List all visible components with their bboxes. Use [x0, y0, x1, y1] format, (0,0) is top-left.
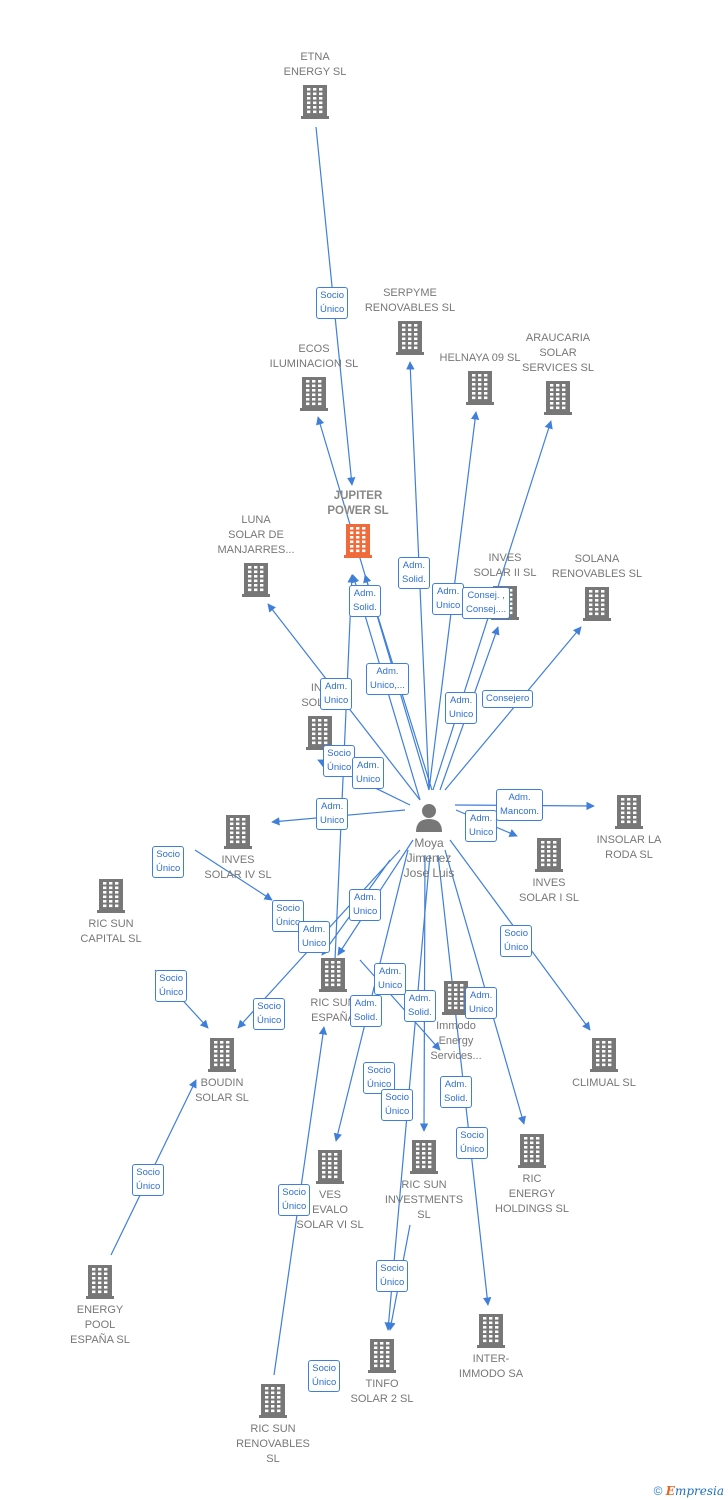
company-label[interactable]: ECOS ILUMINACION SL — [269, 343, 359, 370]
relation-badge[interactable]: Adm. Unico — [432, 583, 465, 615]
building-icon[interactable] — [518, 1134, 546, 1168]
relation-badge[interactable]: Socio Único — [278, 1184, 311, 1216]
person-icon[interactable] — [414, 802, 444, 832]
relation-badge[interactable]: Socio Único — [500, 925, 533, 957]
company-label[interactable]: RIC SUN ESPAÑA — [310, 997, 356, 1024]
building-icon[interactable] — [396, 321, 424, 355]
copyright-symbol: © — [653, 1484, 663, 1498]
building-icon[interactable] — [477, 1314, 505, 1348]
relation-badge[interactable]: Adm. Solid. — [350, 995, 382, 1027]
person-label[interactable]: Moya Jimenez Jose Luis — [403, 836, 455, 880]
relation-badge[interactable]: Adm. Unico — [465, 987, 498, 1019]
relation-badge[interactable]: Socio Único — [316, 287, 349, 319]
company-label[interactable]: INTER- IMMODO SA — [458, 1353, 524, 1380]
relation-badge[interactable]: Adm. Unico — [298, 921, 331, 953]
relation-badge[interactable]: Socio Único — [253, 998, 286, 1030]
relation-badge[interactable]: Socio Único — [376, 1260, 409, 1292]
building-icon[interactable] — [306, 716, 334, 750]
relation-badge[interactable]: Adm. Unico — [352, 757, 385, 789]
relation-badge[interactable]: Adm. Unico — [445, 692, 478, 724]
relation-badge[interactable]: Adm. Mancom. — [496, 789, 544, 821]
building-icon[interactable] — [316, 1150, 344, 1184]
company-label[interactable]: HELNAYA 09 SL — [439, 352, 521, 364]
building-icon[interactable] — [301, 85, 329, 119]
relation-badge[interactable]: Consej. , Consej.... — [462, 587, 511, 619]
company-label[interactable]: ENERGY POOL ESPAÑA SL — [70, 1304, 130, 1346]
building-icon[interactable] — [583, 587, 611, 621]
building-icon[interactable] — [590, 1038, 618, 1072]
relation-badge[interactable]: Adm. Unico — [320, 678, 353, 710]
relation-badge[interactable]: Socio Único — [132, 1164, 165, 1196]
building-icon[interactable] — [535, 838, 563, 872]
building-icon[interactable] — [224, 815, 252, 849]
relation-badge[interactable]: Adm. Solid. — [398, 557, 430, 589]
company-label[interactable]: INSOLAR LA RODA SL — [596, 834, 662, 861]
building-icon[interactable] — [86, 1265, 114, 1299]
relation-badge[interactable]: Consejero — [482, 690, 534, 708]
building-icon[interactable] — [208, 1038, 236, 1072]
company-label[interactable]: SOLANA RENOVABLES SL — [551, 553, 643, 580]
edge-line — [359, 959, 441, 1051]
relation-badge[interactable]: Adm. Unico — [465, 810, 498, 842]
building-icon[interactable] — [368, 1339, 396, 1373]
company-label[interactable]: JUPITER POWER SL — [327, 490, 389, 517]
footer-credit: © Empresia — [654, 1484, 724, 1498]
relation-badge[interactable]: Adm. Solid. — [349, 585, 381, 617]
company-label[interactable]: RIC SUN CAPITAL SL — [80, 918, 142, 945]
relation-badge[interactable]: Socio Único — [308, 1360, 341, 1392]
company-label[interactable]: SERPYME RENOVABLES SL — [364, 287, 456, 314]
edge-line — [194, 849, 273, 901]
building-icon[interactable] — [466, 371, 494, 405]
building-icon[interactable] — [97, 879, 125, 913]
relation-badge[interactable]: Socio Único — [152, 846, 185, 878]
building-icon[interactable] — [259, 1384, 287, 1418]
edge-line — [444, 626, 582, 791]
relation-badge[interactable]: Socio Único — [456, 1127, 489, 1159]
building-icon[interactable] — [319, 958, 347, 992]
company-label[interactable]: RIC SUN INVESTMENTS SL — [384, 1179, 464, 1221]
company-label[interactable]: INVES SOLAR IV SL — [204, 854, 272, 881]
relation-badge[interactable]: Socio Único — [155, 970, 188, 1002]
company-label[interactable]: ETNA ENERGY SL — [283, 51, 347, 78]
relation-badge[interactable]: Adm. Unico,... — [366, 663, 409, 695]
relation-badge[interactable]: Adm. Solid. — [440, 1076, 472, 1108]
company-label[interactable]: TINFO SOLAR 2 SL — [350, 1378, 414, 1405]
building-icon[interactable] — [242, 563, 270, 597]
company-label[interactable]: CLIMUAL SL — [572, 1077, 636, 1089]
relation-badge[interactable]: Adm. Unico — [316, 798, 349, 830]
relation-badge[interactable]: Adm. Unico — [349, 889, 382, 921]
company-label[interactable]: Immodo Energy Services... — [430, 1020, 482, 1062]
relation-badge[interactable]: Socio Único — [323, 745, 356, 777]
company-label[interactable]: VES EVALO SOLAR VI SL — [296, 1189, 364, 1231]
relation-badge[interactable]: Socio Único — [381, 1089, 414, 1121]
empresia-logo[interactable]: Empresia — [665, 1484, 724, 1498]
relation-badge[interactable]: Adm. Solid. — [404, 990, 436, 1022]
building-icon[interactable] — [300, 377, 328, 411]
company-label[interactable]: ARAUCARIA SOLAR SERVICES SL — [522, 332, 594, 374]
building-icon[interactable] — [544, 381, 572, 415]
company-label[interactable]: RIC ENERGY HOLDINGS SL — [495, 1173, 569, 1215]
relation-badge[interactable]: Socio Único — [363, 1062, 396, 1094]
company-label[interactable]: RIC SUN RENOVABLES SL — [236, 1423, 310, 1465]
company-label[interactable]: LUNA SOLAR DE MANJARRES... — [217, 514, 295, 556]
company-label[interactable]: INVES SOLAR I SL — [519, 877, 579, 904]
relation-badge[interactable]: Adm. Unico — [374, 963, 407, 995]
building-icon[interactable] — [344, 524, 372, 558]
company-label[interactable]: INVES SOLAR II SL — [473, 552, 537, 579]
building-icon[interactable] — [442, 981, 470, 1015]
building-icon[interactable] — [615, 795, 643, 829]
company-label[interactable]: BOUDIN SOLAR SL — [195, 1077, 249, 1104]
building-icon[interactable] — [410, 1140, 438, 1174]
